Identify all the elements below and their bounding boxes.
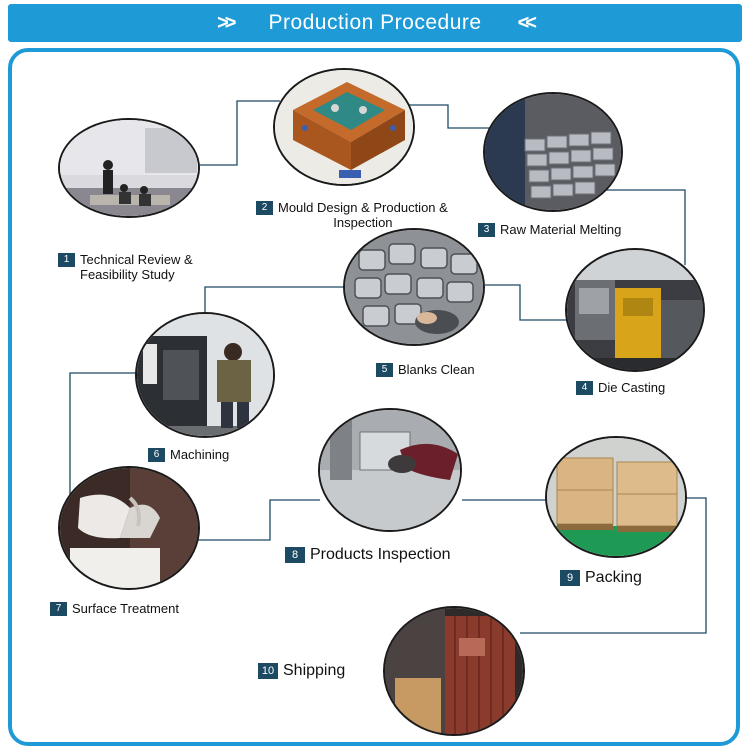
chevrons-left-icon: << xyxy=(517,11,537,34)
connector-9-10 xyxy=(520,497,707,634)
step-9-label: 9 Packing xyxy=(560,569,642,587)
step-text: Raw Material Melting xyxy=(500,222,622,237)
step-badge: 9 xyxy=(560,570,580,586)
step-badge: 3 xyxy=(478,223,495,237)
meeting-room-photo xyxy=(58,118,200,218)
step-badge: 10 xyxy=(258,663,278,679)
step-text: Mould Design & Production & Inspection xyxy=(278,200,448,230)
step-text: Surface Treatment xyxy=(72,601,179,616)
die-casting-machine-photo xyxy=(565,248,705,372)
step-8-label: 8 Products Inspection xyxy=(285,546,451,564)
step-3-label: 3 Raw Material Melting xyxy=(478,222,621,237)
wooden-crates-photo xyxy=(545,436,687,558)
step-text: Packing xyxy=(585,569,642,586)
step-badge: 7 xyxy=(50,602,67,616)
step-badge: 8 xyxy=(285,547,305,563)
step-5-label: 5 Blanks Clean xyxy=(376,362,475,377)
step-7-label: 7 Surface Treatment xyxy=(50,601,179,616)
step-text: Die Casting xyxy=(598,380,666,395)
connector-2-3 xyxy=(408,104,490,129)
step-4-label: 4 Die Casting xyxy=(576,380,665,395)
step-text: Products Inspection xyxy=(310,546,451,563)
step-10-label: 10 Shipping xyxy=(258,662,345,680)
step-text: Technical Review & Feasibility Study xyxy=(80,252,193,282)
step-1-label: 1 Technical Review & Feasibility Study xyxy=(58,252,193,282)
page-header: >> Production Procedure << xyxy=(8,4,742,42)
step-6-label: 6 Machining xyxy=(148,447,229,462)
step-badge: 6 xyxy=(148,448,165,462)
step-badge: 1 xyxy=(58,253,75,267)
connector-6-7 xyxy=(69,372,138,495)
step-text: Shipping xyxy=(283,662,346,679)
connector-3-4 xyxy=(600,189,686,265)
connector-4-5 xyxy=(485,284,567,321)
shipping-container-photo xyxy=(383,606,525,736)
inspection-photo xyxy=(318,408,462,532)
connector-7-8 xyxy=(198,499,320,541)
step-badge: 2 xyxy=(256,201,273,215)
aluminium-ingots-photo xyxy=(483,92,623,212)
connector-1-2 xyxy=(198,100,280,166)
cnc-machine-photo xyxy=(135,312,275,438)
gloved-hands-photo xyxy=(58,466,200,590)
cast-blanks-photo xyxy=(343,228,485,346)
step-badge: 5 xyxy=(376,363,393,377)
connector-5-6 xyxy=(204,286,345,323)
step-text: Machining xyxy=(170,447,230,462)
step-text: Blanks Clean xyxy=(398,362,475,377)
page-title: Production Procedure xyxy=(268,11,482,34)
step-2-label: 2 Mould Design & Production & Inspection xyxy=(256,200,448,230)
step-badge: 4 xyxy=(576,381,593,395)
chevrons-right-icon: >> xyxy=(217,11,236,34)
mould-cad-photo xyxy=(273,68,415,186)
